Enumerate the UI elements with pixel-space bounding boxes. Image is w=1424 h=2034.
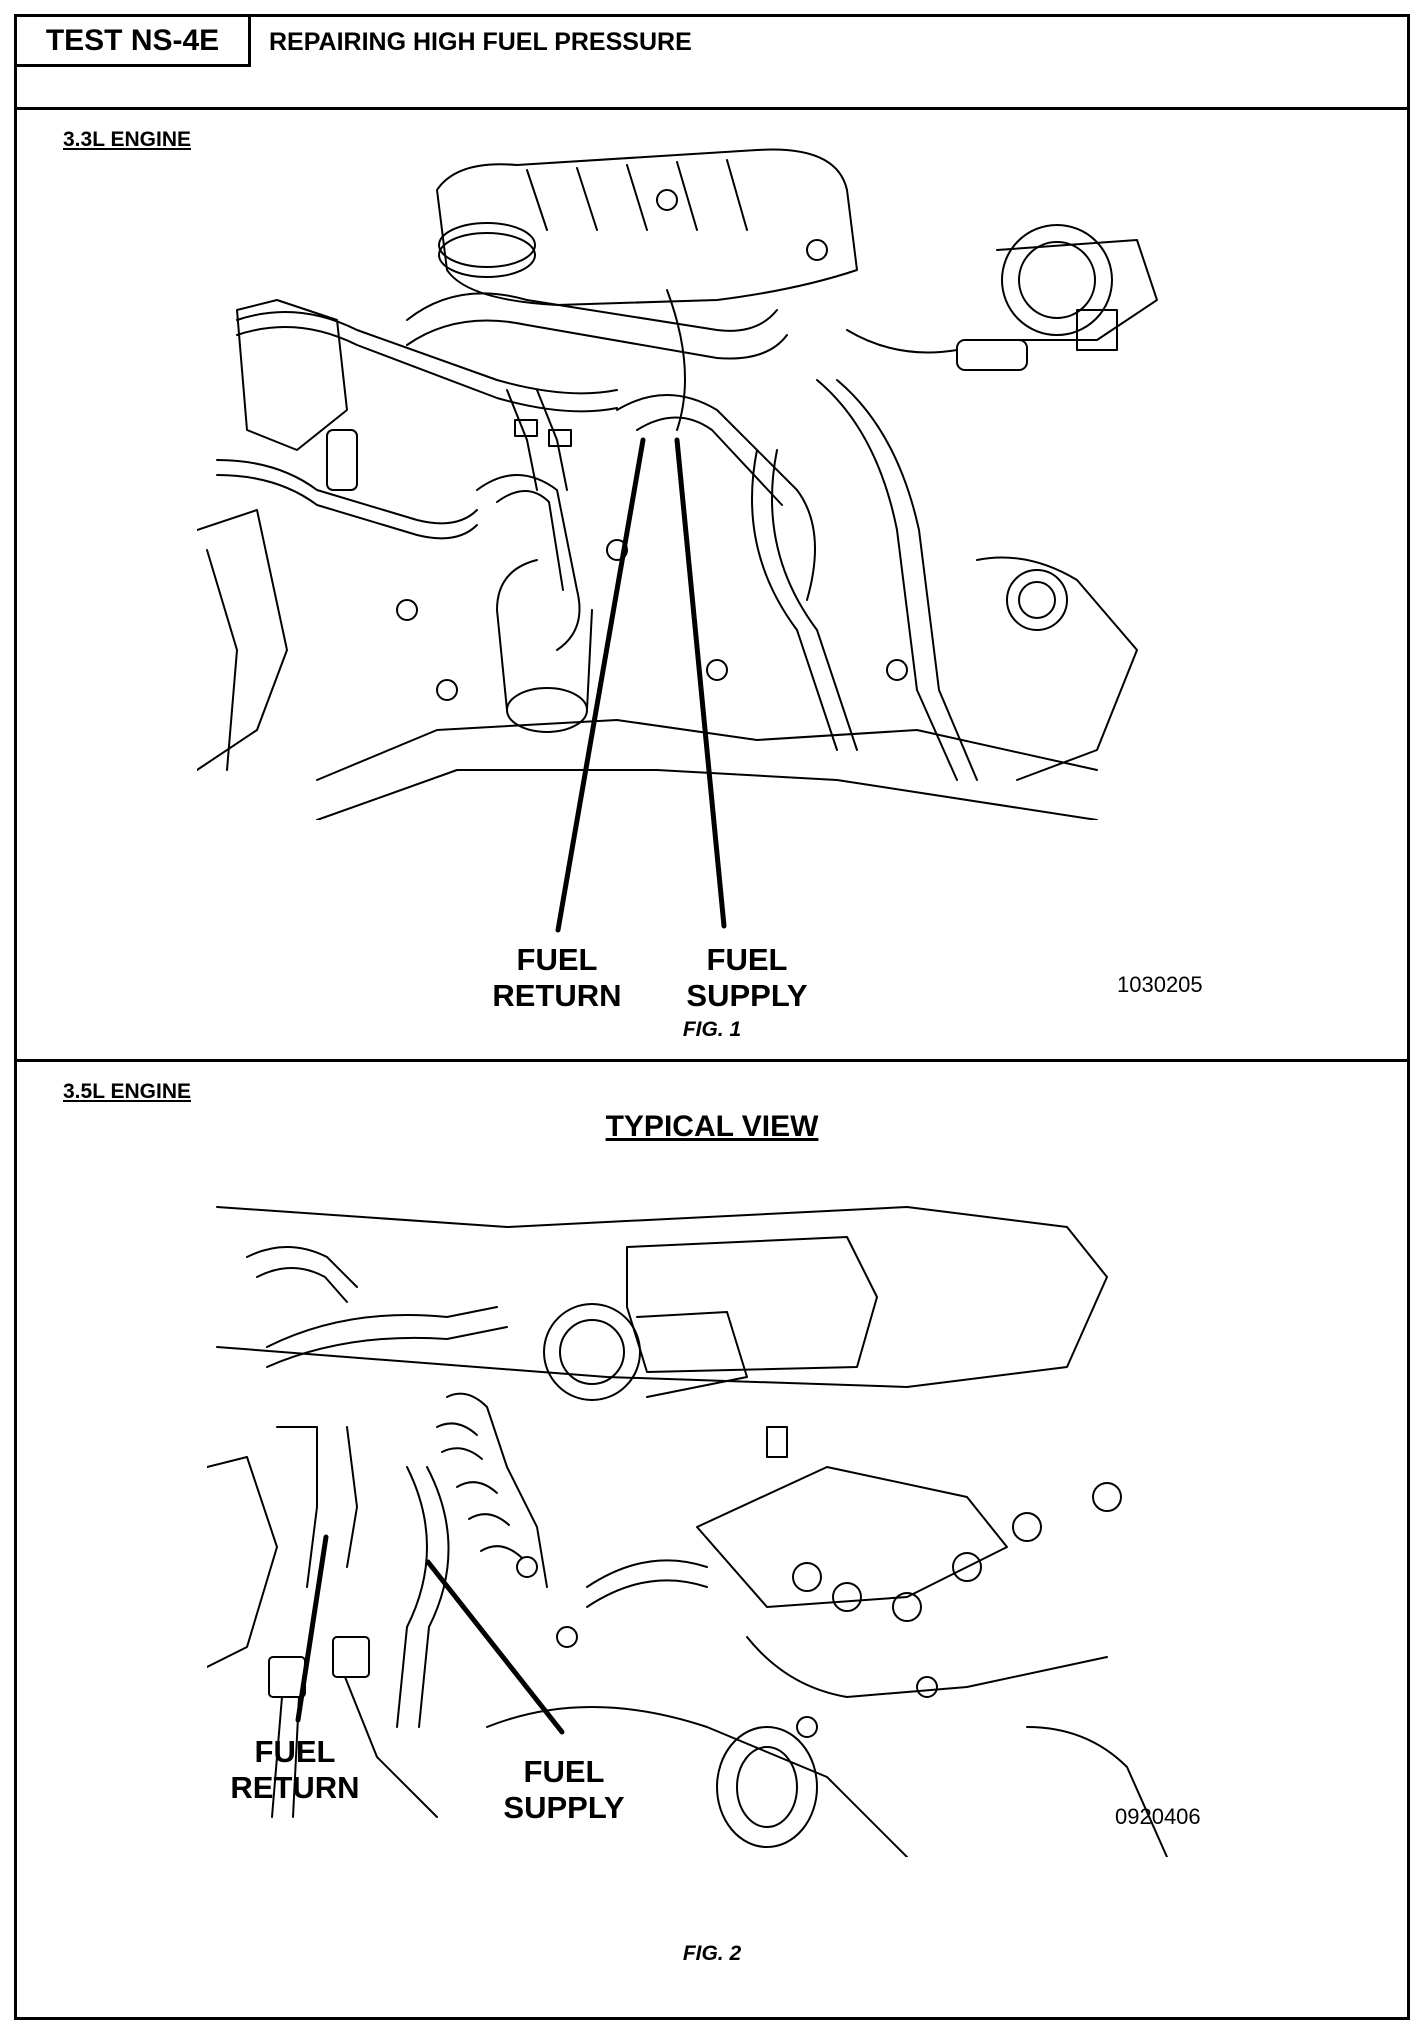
figure-1-id: 1030205 (1117, 972, 1203, 997)
fuel-supply-callout: FUEL SUPPLY (503, 1754, 625, 1825)
fuel-supply-leader (428, 1562, 562, 1732)
engine-3-5l-drawing (207, 1167, 1237, 1857)
fig2-leader-lines (17, 1062, 1413, 2017)
engine-label-3-5l: 3.5L ENGINE (63, 1080, 191, 1103)
fuel-return-leader (298, 1537, 326, 1720)
fuel-return-callout: FUEL RETURN (230, 1734, 360, 1805)
figure-2-panel: 3.5L ENGINE TYPICAL VIEW (17, 1062, 1407, 2017)
fuel-supply-leader (677, 440, 724, 926)
view-title: TYPICAL VIEW (605, 1110, 819, 1143)
fuel-return-callout: FUEL RETURN (492, 942, 622, 1013)
test-id: TEST NS-4E (17, 17, 251, 67)
engine-label-3-3l: 3.3L ENGINE (63, 128, 191, 151)
fuel-supply-callout: FUEL SUPPLY (686, 942, 808, 1013)
page-frame: TEST NS-4E REPAIRING HIGH FUEL PRESSURE … (14, 14, 1410, 2020)
figure-2-caption: FIG. 2 (682, 1942, 742, 1965)
engine-3-3l-drawing (197, 130, 1257, 820)
figure-2-id: 0920406 (1115, 1804, 1201, 1829)
figure-1-caption: FIG. 1 (682, 1018, 742, 1041)
figure-1-panel: 3.3L ENGINE (17, 110, 1407, 1062)
test-title: REPAIRING HIGH FUEL PRESSURE (269, 28, 692, 56)
fig1-leader-lines (17, 110, 1413, 1062)
page-header: TEST NS-4E REPAIRING HIGH FUEL PRESSURE (17, 17, 1407, 110)
fuel-return-leader (558, 440, 643, 930)
